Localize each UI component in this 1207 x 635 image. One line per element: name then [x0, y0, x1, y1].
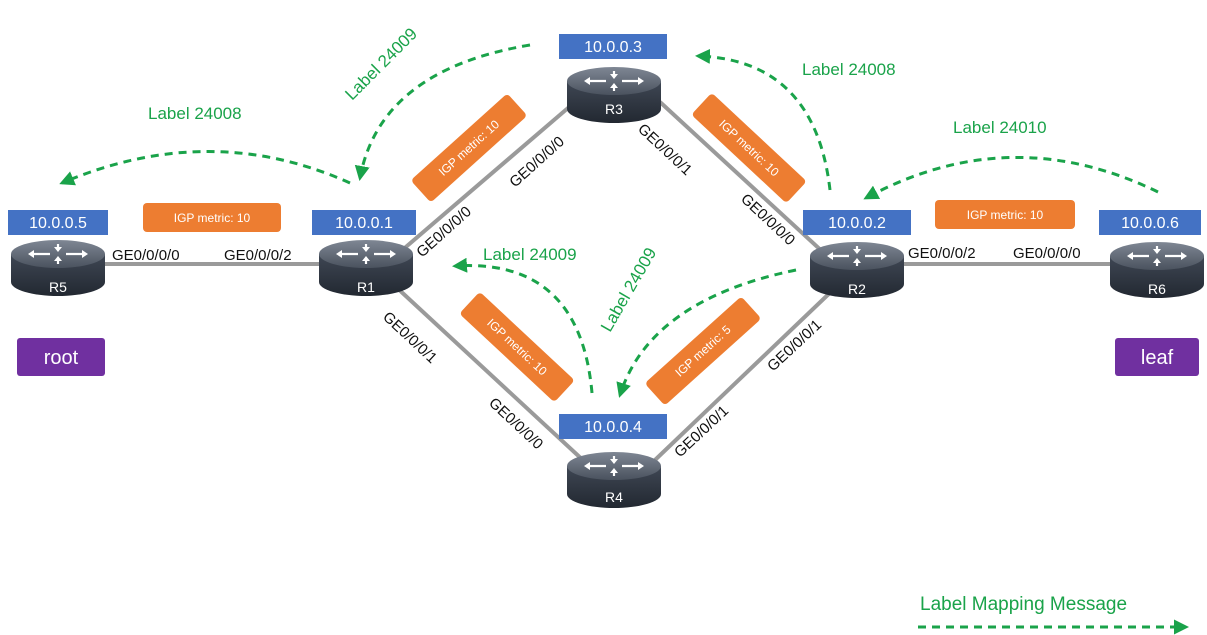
- arrow-r4-to-r1: [452, 257, 594, 394]
- ip-badge-r4: 10.0.0.4: [559, 414, 667, 439]
- link-r4-r2: [653, 286, 837, 462]
- metric-badge-r1-r3: IGP metric: 10: [412, 95, 526, 201]
- svg-text:R1: R1: [357, 279, 375, 295]
- label-r1-to-r5: Label 24008: [148, 104, 242, 123]
- arrow-r2-to-r4: [616, 268, 797, 398]
- legend: Label Mapping Message: [918, 594, 1189, 635]
- arrow-r1-to-r5: [59, 150, 351, 186]
- metric-badge-r4-r2: IGP metric: 5: [646, 298, 760, 404]
- iface-r5-r1-r1side: GE0/0/0/2: [224, 247, 292, 264]
- interface-labels: GE0/0/0/0 GE0/0/0/2 GE0/0/0/0 GE0/0/0/0 …: [112, 120, 1081, 460]
- label-r4-to-r1: Label 24009: [483, 245, 577, 264]
- link-r3-r2: [658, 100, 827, 256]
- svg-text:10.0.0.6: 10.0.0.6: [1121, 215, 1179, 232]
- svg-text:10.0.0.2: 10.0.0.2: [828, 215, 886, 232]
- role-badge-leaf: leaf: [1115, 338, 1199, 376]
- svg-text:root: root: [44, 347, 79, 369]
- svg-text:IGP metric: 10: IGP metric: 10: [484, 316, 550, 379]
- ip-badges: 10.0.0.5 10.0.0.1 10.0.0.3 10.0.0.2 10.0…: [8, 34, 1201, 439]
- svg-text:R3: R3: [605, 101, 623, 117]
- svg-text:R5: R5: [49, 279, 67, 295]
- iface-r5-r1-r5side: GE0/0/0/0: [112, 247, 180, 264]
- iface-r2-r6-r2side: GE0/0/0/2: [908, 245, 976, 262]
- metric-badge-r5-r1: IGP metric: 10: [143, 203, 281, 232]
- router-r3[interactable]: R3: [565, 65, 663, 125]
- svg-text:IGP metric: 10: IGP metric: 10: [174, 211, 251, 225]
- router-r6[interactable]: R6: [1108, 240, 1206, 300]
- svg-text:IGP metric: 10: IGP metric: 10: [436, 117, 502, 179]
- links: [100, 100, 1110, 464]
- svg-text:10.0.0.4: 10.0.0.4: [584, 419, 642, 436]
- ip-badge-r5: 10.0.0.5: [8, 210, 108, 235]
- router-r5[interactable]: R5: [9, 238, 107, 298]
- iface-r4-r2-r4side: GE0/0/0/1: [671, 402, 732, 460]
- label-r2-to-r4: Label 24009: [597, 244, 660, 335]
- label-r2-to-r3: Label 24008: [802, 60, 896, 79]
- svg-text:IGP metric: 10: IGP metric: 10: [716, 117, 782, 180]
- iface-r2-r6-r6side: GE0/0/0/0: [1013, 245, 1081, 262]
- link-r1-r4: [393, 284, 587, 464]
- iface-r3-r2-r3side: GE0/0/0/1: [634, 120, 695, 178]
- label-arrows: [59, 43, 1159, 398]
- svg-text:R6: R6: [1148, 281, 1166, 297]
- ip-badge-r3: 10.0.0.3: [559, 34, 667, 59]
- metric-badge-r1-r4: IGP metric: 10: [460, 293, 574, 401]
- svg-text:R4: R4: [605, 489, 623, 505]
- router-r4[interactable]: R4: [565, 450, 663, 510]
- label-r6-to-r2: Label 24010: [953, 118, 1047, 137]
- svg-text:10.0.0.3: 10.0.0.3: [584, 39, 642, 56]
- svg-text:IGP metric: 10: IGP metric: 10: [967, 208, 1044, 222]
- metric-badge-r2-r6: IGP metric: 10: [935, 200, 1075, 229]
- svg-text:10.0.0.1: 10.0.0.1: [335, 215, 393, 232]
- router-r1[interactable]: R1: [317, 238, 415, 298]
- link-r1-r3: [398, 100, 577, 254]
- arrow-r2-to-r3: [695, 48, 832, 191]
- iface-r1-r3-r3side: GE0/0/0/0: [506, 133, 568, 191]
- arrow-r3-to-r1: [354, 43, 531, 181]
- ip-badge-r1: 10.0.0.1: [312, 210, 416, 235]
- router-r2[interactable]: R2: [808, 240, 906, 300]
- svg-text:leaf: leaf: [1141, 347, 1174, 369]
- role-badge-root: root: [17, 338, 105, 376]
- legend-text: Label Mapping Message: [920, 594, 1127, 615]
- svg-text:10.0.0.5: 10.0.0.5: [29, 215, 87, 232]
- arrow-r6-to-r2: [863, 156, 1159, 200]
- svg-text:R2: R2: [848, 281, 866, 297]
- iface-r1-r4-r4side: GE0/0/0/0: [485, 394, 546, 452]
- ip-badge-r6: 10.0.0.6: [1099, 210, 1201, 235]
- ip-badge-r2: 10.0.0.2: [803, 210, 911, 235]
